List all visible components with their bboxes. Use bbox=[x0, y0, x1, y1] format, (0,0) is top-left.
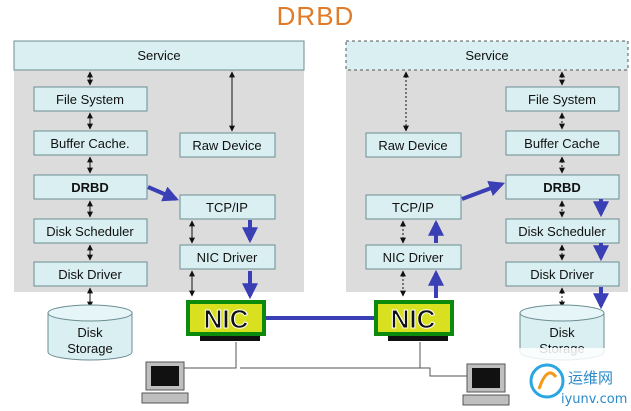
right-drbd-label: DRBD bbox=[543, 180, 581, 195]
right-buffer-cache-box bbox=[505, 130, 620, 156]
left-disk-driver-label: Disk Driver bbox=[58, 267, 122, 282]
left-disk-storage-label-1: Disk bbox=[77, 325, 103, 340]
right-disk-scheduler-box bbox=[505, 218, 620, 244]
left-nic-driver-box bbox=[179, 244, 276, 270]
left-nic-driver-label: NIC Driver bbox=[197, 250, 258, 265]
right-tcp-to-drbd-arrow bbox=[461, 181, 505, 201]
right-file-system-box bbox=[505, 86, 620, 112]
left-drbd-to-tcp-arrow bbox=[147, 185, 179, 202]
left-raw-device-label: Raw Device bbox=[192, 138, 261, 153]
right-node: Service File System Buffer Cache DRBD Di… bbox=[345, 40, 629, 361]
right-raw-device-label: Raw Device bbox=[378, 138, 447, 153]
left-buffer-cache-box bbox=[33, 130, 148, 156]
right-file-system-label: File System bbox=[528, 92, 596, 107]
left-drbd-box bbox=[33, 174, 148, 200]
watermark-url: iyunv.com bbox=[561, 392, 627, 407]
left-service-label: Service bbox=[137, 48, 180, 63]
right-nic-driver-box bbox=[365, 244, 462, 270]
right-service-label: Service bbox=[465, 48, 508, 63]
right-computer-icon bbox=[462, 363, 510, 406]
left-disk-scheduler-label: Disk Scheduler bbox=[46, 224, 134, 239]
right-nic-label: NIC bbox=[391, 304, 436, 334]
left-disk-scheduler-box bbox=[33, 218, 148, 244]
right-nic-card: NIC bbox=[374, 300, 454, 341]
right-disk-scheduler-label: Disk Scheduler bbox=[518, 224, 606, 239]
left-cable bbox=[175, 342, 237, 369]
right-raw-device-box bbox=[365, 132, 462, 158]
right-disk-driver-label: Disk Driver bbox=[530, 267, 594, 282]
right-tcp-ip-box bbox=[365, 194, 462, 220]
left-computer-icon bbox=[141, 361, 189, 404]
right-service-box bbox=[345, 40, 629, 71]
watermark: 运维网 iyunv.com bbox=[516, 348, 628, 408]
left-disk-storage-label-2: Storage bbox=[67, 341, 113, 356]
left-drbd-label: DRBD bbox=[71, 180, 109, 195]
watermark-logo-icon bbox=[529, 363, 565, 399]
right-buffer-cache-label: Buffer Cache bbox=[524, 136, 600, 151]
right-drbd-box bbox=[505, 174, 620, 200]
right-tcp-ip-label: TCP/IP bbox=[392, 200, 434, 215]
right-disk-driver-box bbox=[505, 261, 620, 287]
left-tcp-ip-box bbox=[179, 194, 276, 220]
left-raw-device-box bbox=[179, 132, 276, 158]
right-disk-storage-label-1: Disk bbox=[549, 325, 575, 340]
left-file-system-label: File System bbox=[56, 92, 124, 107]
left-file-system-box bbox=[33, 86, 148, 112]
left-service-box bbox=[13, 40, 305, 71]
diagram-title: DRBD bbox=[276, 1, 355, 31]
left-disk-storage: Disk Storage bbox=[47, 304, 133, 361]
left-nic-label: NIC bbox=[204, 304, 249, 334]
left-tcp-ip-label: TCP/IP bbox=[206, 200, 248, 215]
bottom-cable bbox=[240, 367, 478, 377]
right-nic-driver-label: NIC Driver bbox=[383, 250, 444, 265]
left-buffer-cache-label: Buffer Cache. bbox=[50, 136, 129, 151]
left-node: Service File System Buffer Cache. DRBD D… bbox=[13, 40, 305, 361]
left-nic-card: NIC bbox=[186, 300, 266, 341]
left-disk-driver-box bbox=[33, 261, 148, 287]
watermark-brand: 运维网 bbox=[568, 369, 613, 387]
